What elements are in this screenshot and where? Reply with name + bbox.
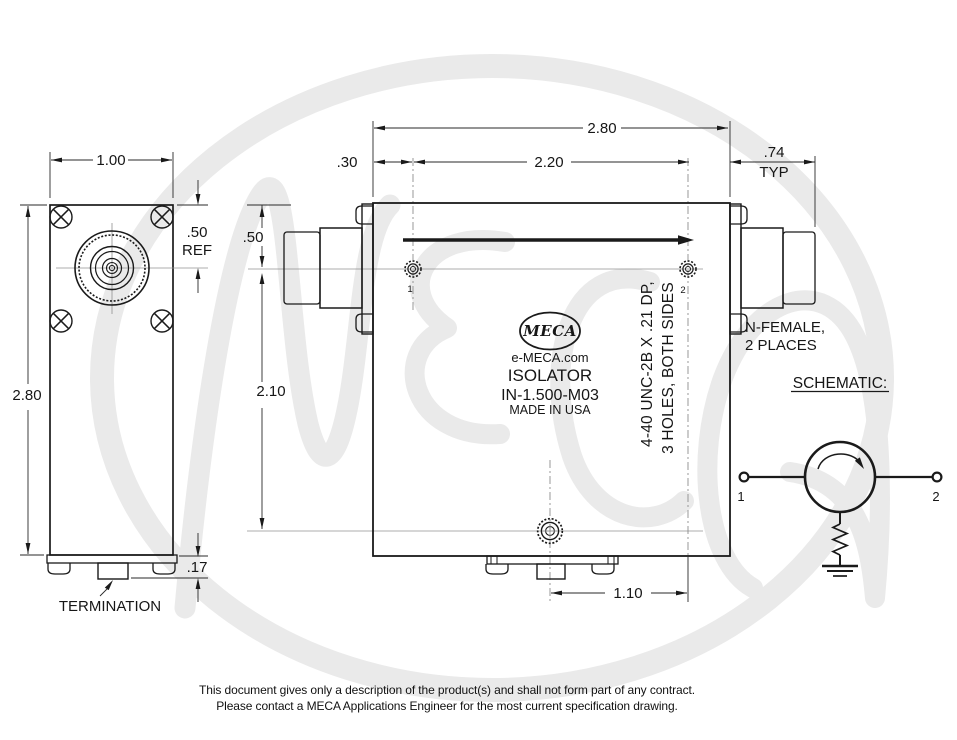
dim-front-height: 2.80 [12, 204, 47, 556]
ground-symbol-icon [822, 564, 858, 577]
corner-screw-icon [150, 309, 174, 333]
schematic-port1-label: 1 [737, 489, 744, 504]
disclaimer-line1: This document gives only a description o… [199, 683, 695, 697]
front-left-foot [47, 563, 71, 575]
disclaimer: This document gives only a description o… [199, 683, 695, 713]
corner-screw-icon [49, 205, 73, 229]
dim-side-left-column: .50 2.10 [243, 204, 291, 529]
circulator-rotation-arrow-icon [817, 453, 864, 470]
meca-watermark [90, 54, 894, 702]
nameplate-origin: MADE IN USA [509, 403, 591, 417]
hole1-label: 1 [407, 284, 412, 295]
dim-bottom-hole: 1.10 [551, 557, 689, 602]
meca-logo-text: MECA [522, 322, 577, 340]
side-termination-tab [536, 563, 566, 580]
dim-side-top-to-centerline-text: .50 [243, 229, 264, 246]
dim-connector-length-text: .74 [764, 144, 785, 161]
dim-front-ref: .50 REF [177, 180, 212, 293]
tapped-hole-1 [404, 260, 422, 278]
nameplate-product: ISOLATOR [508, 366, 592, 385]
port1-terminal [738, 471, 750, 483]
dim-bottom-hole-text: 1.10 [613, 585, 642, 602]
dim-front-width-text: 1.00 [96, 152, 125, 169]
side-view: 1 2 [243, 120, 825, 602]
meca-logo-oval [519, 311, 581, 351]
port2-terminal [931, 471, 943, 483]
dim-front-base-text: .17 [187, 559, 208, 576]
dim-side-height-text: 2.10 [256, 383, 285, 400]
nameplate: MECA e-MECA.com ISOLATOR IN-1.500-M03 MA… [501, 311, 599, 417]
nameplate-website: e-MECA.com [511, 350, 588, 365]
dim-front-height-text: 2.80 [12, 387, 41, 404]
dim-side-overall: 2.80 [372, 120, 731, 197]
front-right-foot [152, 563, 176, 575]
tapped-hole-note-line1: 4-40 UNC-2B X .21 DP, [639, 281, 656, 447]
nameplate-model: IN-1.500-M03 [501, 387, 599, 404]
dim-front-base: .17 [131, 533, 208, 602]
dim-front-width: 1.00 [49, 152, 174, 198]
dim-front-ref-suffix: REF [182, 242, 212, 259]
termination-label: TERMINATION [59, 598, 161, 615]
connector-note-line1: N-FEMALE, [745, 319, 825, 336]
front-connector-face [56, 223, 208, 314]
right-n-connector [729, 203, 816, 335]
connector-note-line2: 2 PLACES [745, 337, 817, 354]
dim-front-ref-value: .50 [187, 224, 208, 241]
dim-connector-suffix-text: TYP [759, 164, 788, 181]
tapped-hole-2 [679, 260, 697, 278]
side-base-flange [485, 555, 619, 580]
disclaimer-line2: Please contact a MECA Applications Engin… [216, 699, 678, 713]
signal-direction-arrow-icon [403, 235, 694, 245]
schematic-title: SCHEMATIC: [793, 375, 887, 392]
termination-resistor-icon [830, 512, 850, 566]
schematic-port2-label: 2 [932, 489, 939, 504]
front-view: 1.00 .50 REF 2.80 [12, 152, 212, 615]
dim-hole-spacing-text: 2.20 [534, 154, 563, 171]
dim-connector-length: .74 TYP [730, 144, 816, 227]
dim-hole-offset-text: .30 [337, 154, 358, 171]
dim-hole-offset: .30 [337, 154, 412, 171]
termination-callout: TERMINATION [59, 580, 161, 615]
tapped-hole-note-line2: 3 HOLES, BOTH SIDES [660, 282, 677, 454]
left-n-connector [283, 203, 374, 335]
front-termination-tab [97, 562, 129, 580]
schematic: SCHEMATIC: 1 2 [737, 375, 943, 577]
corner-screw-icon [49, 309, 73, 333]
dim-hole-spacing: 2.20 [414, 154, 689, 171]
dim-side-overall-text: 2.80 [587, 120, 616, 137]
hole2-label: 2 [680, 285, 685, 296]
bottom-mounting-hole [536, 517, 564, 545]
corner-screw-icon [150, 205, 174, 229]
